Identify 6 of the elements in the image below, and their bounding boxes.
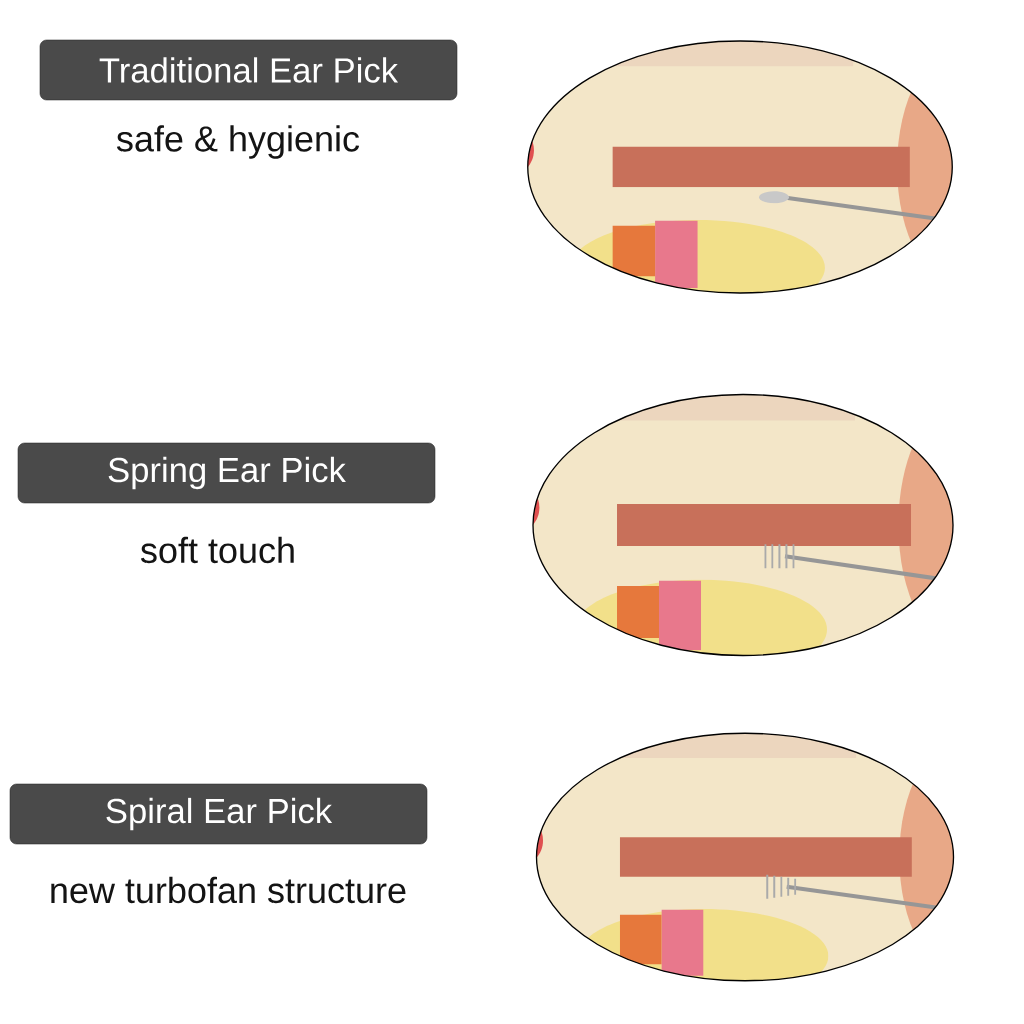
subtitle-text: new turbofan structure: [51, 876, 406, 904]
subtitle-text: safe & hygienic: [116, 125, 360, 159]
label-box: Traditional Ear Pick: [39, 39, 458, 101]
subtitle-text: soft touch: [140, 536, 294, 564]
label-box: Spring Ear Pick: [17, 442, 436, 504]
label-box: Spiral Ear Pick: [9, 783, 428, 845]
